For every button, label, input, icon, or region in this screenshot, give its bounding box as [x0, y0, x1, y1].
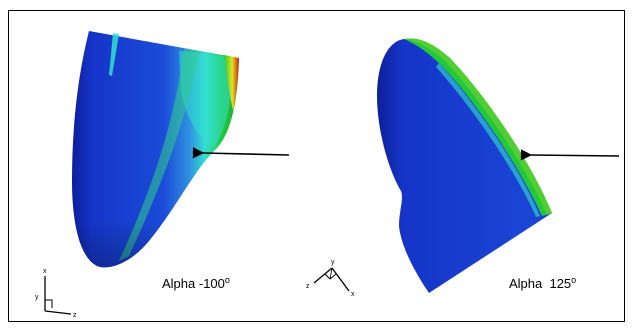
cfd-surface-figure: x y z Alpha -100o z x y	[35, 31, 620, 319]
right-axis-z-label: z	[306, 283, 310, 290]
right-body-surface	[377, 38, 552, 294]
left-pointer-arrow	[192, 147, 290, 159]
right-panel-caption: Alpha 125o	[509, 275, 576, 291]
left-axis-y-label: y	[35, 294, 39, 301]
right-pointer-arrow	[520, 149, 620, 161]
left-axes-triad: x y z	[35, 268, 77, 319]
right-axes-triad: z x y	[306, 259, 355, 298]
left-body-surface	[72, 31, 239, 268]
left-panel-caption: Alpha -100o	[162, 275, 230, 291]
figure-frame: x y z Alpha -100o z x y	[8, 10, 625, 322]
right-axis-x-label: x	[351, 291, 355, 298]
left-axis-x-label: x	[43, 268, 47, 275]
left-axis-z-label: z	[73, 312, 77, 319]
right-axis-y-label: y	[331, 259, 335, 266]
